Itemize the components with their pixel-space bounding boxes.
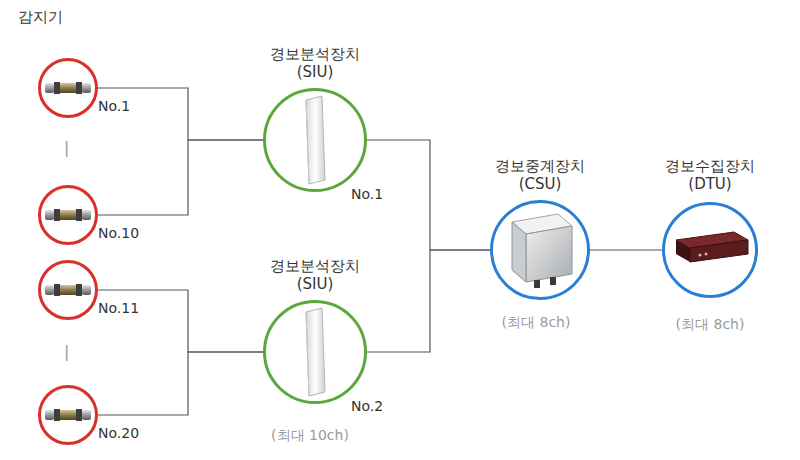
circle-border <box>265 302 366 403</box>
sensor-circle: No.1 <box>38 58 98 118</box>
circle-outline <box>490 200 590 300</box>
sensor-circle: No.10 <box>38 185 98 245</box>
siu-circle: 경보분석장치 (SIU)No.2(최대 10ch) <box>263 300 367 404</box>
circle-outline <box>662 202 758 298</box>
circle-border <box>40 387 97 444</box>
csu-circle: 경보중계장치 (CSU)(최대 8ch) <box>490 200 590 300</box>
wire-connector <box>367 250 490 352</box>
unit-number: No.20 <box>98 425 139 443</box>
unit-number: No.11 <box>98 300 139 318</box>
capacity-note: (최대 10ch) <box>271 427 349 445</box>
circle-border <box>40 60 97 117</box>
circle-outline <box>38 185 98 245</box>
circle-border <box>40 187 97 244</box>
csu-enclosure-icon <box>512 214 572 288</box>
unit-number: No.1 <box>98 98 130 116</box>
group-title: 감지기 <box>18 8 63 27</box>
wire-connector <box>98 352 263 415</box>
sensor-circle: No.11 <box>38 260 98 320</box>
unit-number: No.2 <box>351 398 383 416</box>
siu-circle: 경보분석장치 (SIU)No.1 <box>263 88 367 192</box>
wire-connector <box>98 88 263 140</box>
circle-outline <box>38 385 98 445</box>
sensor-circle: No.20 <box>38 385 98 445</box>
capacity-note: (최대 8ch) <box>676 316 745 334</box>
circle-outline <box>38 58 98 118</box>
wire-connector <box>98 140 263 215</box>
circle-outline <box>263 88 367 192</box>
device-heading: 경보중계장치 (CSU) <box>488 157 592 195</box>
circle-border <box>40 262 97 319</box>
circle-border <box>664 204 757 297</box>
ellipsis-mark: | <box>64 342 69 361</box>
circle-border <box>492 202 589 299</box>
capacity-note: (최대 8ch) <box>502 314 571 332</box>
device-heading: 경보분석장치 (SIU) <box>263 257 367 295</box>
siu-panel-icon <box>306 308 325 396</box>
wire-connector <box>590 249 662 250</box>
siu-panel-icon <box>306 96 325 184</box>
dtu-circle: 경보수집장치 (DTU)(최대 8ch) <box>662 202 758 298</box>
unit-number: No.10 <box>98 225 139 243</box>
device-heading: 경보수집장치 (DTU) <box>658 157 762 195</box>
device-heading: 경보분석장치 (SIU) <box>263 45 367 83</box>
ellipsis-mark: | <box>64 138 69 157</box>
circle-outline <box>38 260 98 320</box>
dtu-device-icon <box>676 232 748 262</box>
circle-outline <box>263 300 367 404</box>
wire-connector <box>367 140 490 250</box>
unit-number: No.1 <box>351 186 383 204</box>
circle-border <box>265 90 366 191</box>
wire-connector <box>98 290 263 352</box>
